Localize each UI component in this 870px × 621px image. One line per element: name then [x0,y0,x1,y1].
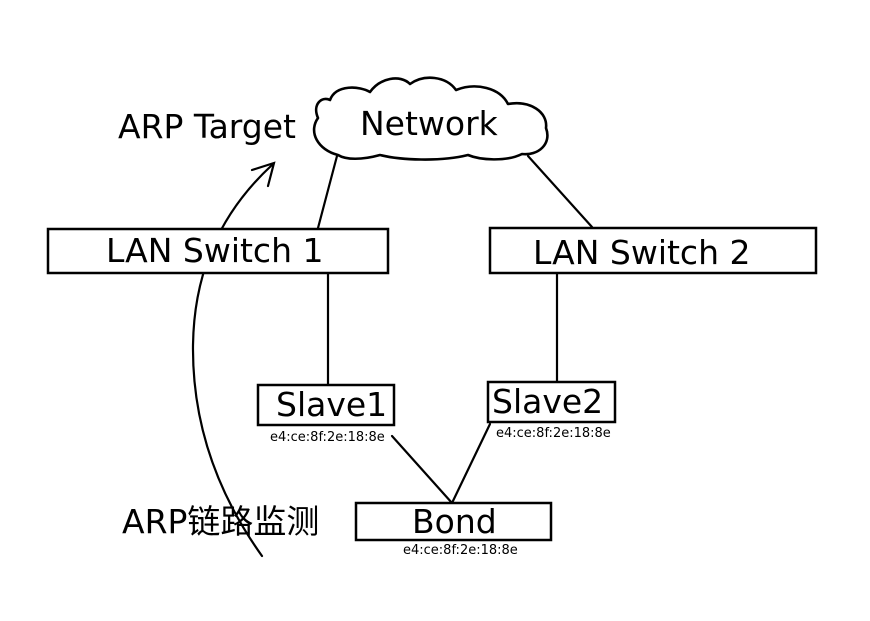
link-slave2-bond [450,422,492,505]
slave1-label: Slave1 [276,385,387,424]
network-label: Network [360,104,499,143]
bond-mac: e4:ce:8f:2e:18:8e [403,543,518,558]
lan-switch-1-box [46,227,390,275]
arp-monitor-arrow [191,163,274,558]
slave2-box [486,380,617,424]
slave2-label: Slave2 [492,382,603,421]
lan-switch-1-label: LAN Switch 1 [106,231,323,270]
link-network-switch1 [316,154,339,230]
bond-label: Bond [412,502,497,541]
bond-box [354,501,553,542]
network-cloud [312,76,549,161]
slave1-box [256,383,396,427]
slave1-mac: e4:ce:8f:2e:18:8e [270,430,385,445]
lan-switch-2-label: LAN Switch 2 [533,233,750,272]
slave2-mac: e4:ce:8f:2e:18:8e [496,426,611,441]
arp-target-label: ARP Target [118,107,296,146]
arp-monitor-label: ARP链路监测 [122,502,319,541]
arrow-head-icon [250,161,276,188]
link-network-switch2 [526,154,594,229]
link-slave1-bond [390,434,454,505]
lan-switch-2-box [488,226,818,275]
